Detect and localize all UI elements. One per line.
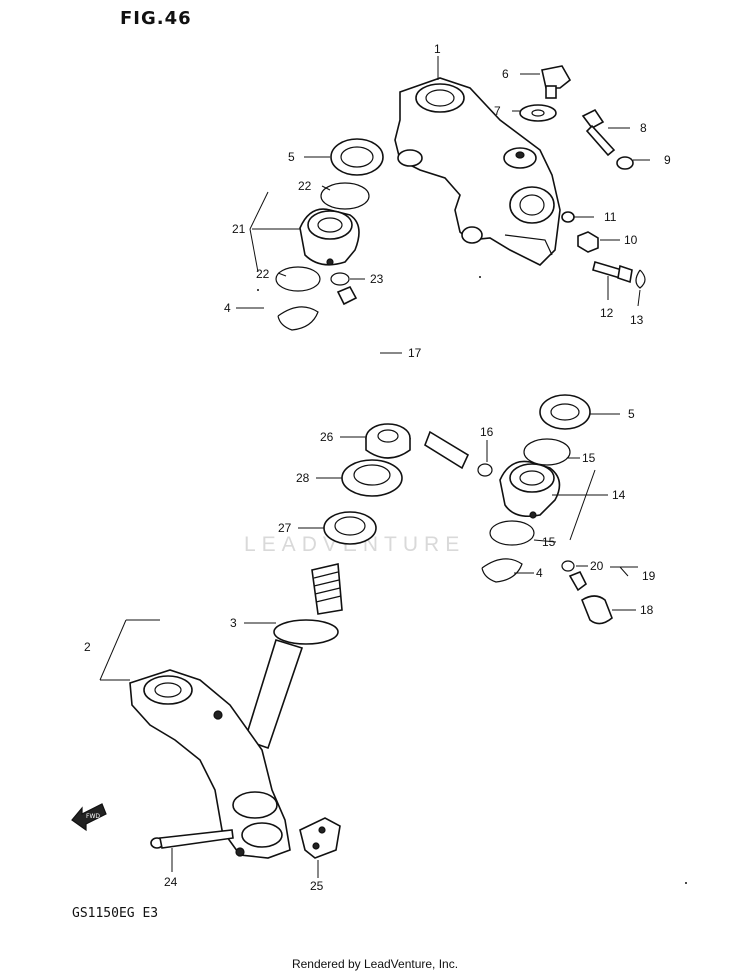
callout-15-lower: 15 (542, 535, 556, 549)
callout-20: 20 (590, 559, 604, 573)
nut-10 (577, 231, 599, 253)
callout-16: 16 (480, 425, 494, 439)
callout-2: 2 (84, 640, 91, 654)
hose-17 (336, 285, 470, 470)
upper-bracket (394, 77, 561, 266)
callout-14: 14 (612, 488, 626, 502)
callout-25: 25 (310, 879, 324, 893)
callout-21: 21 (232, 222, 246, 236)
oring-23 (330, 272, 350, 286)
callout-23: 23 (370, 272, 384, 286)
callout-3: 3 (230, 616, 237, 630)
fwd-arrow-icon: FWD (71, 803, 107, 832)
circlip-4-upper (277, 306, 319, 331)
callout-19: 19 (642, 569, 656, 583)
callout-7: 7 (494, 104, 501, 118)
callout-4-lower: 4 (536, 566, 543, 580)
washer-7 (519, 104, 557, 122)
bolt-12 (592, 260, 633, 284)
seal-5-upper (330, 138, 384, 176)
callout-11: 11 (604, 210, 617, 224)
callout-5-lower: 5 (628, 407, 635, 421)
callout-12: 12 (600, 306, 614, 320)
fitting-19 (568, 570, 588, 592)
footer-credit: Rendered by LeadVenture, Inc. (291, 957, 459, 971)
callout-22-upper: 22 (298, 179, 312, 193)
bearing-27 (323, 511, 377, 545)
model-code: GS1150EG E3 (72, 906, 159, 921)
bearing-housing-21 (299, 208, 360, 266)
callout-10: 10 (624, 233, 638, 247)
callout-4-upper: 4 (224, 301, 231, 315)
fwd-label: FWD (86, 813, 100, 820)
leader-lines (99, 56, 650, 878)
oring-20 (561, 560, 575, 572)
washer-9 (616, 156, 634, 170)
nut-26 (365, 423, 411, 459)
seal-28 (341, 459, 403, 497)
callout-1: 1 (434, 42, 441, 56)
steering-stem-3 (244, 563, 343, 750)
callout-17: 17 (408, 346, 422, 360)
callout-27: 27 (278, 521, 292, 535)
circlip-4-lower (481, 558, 523, 583)
ring-15-lower (489, 520, 535, 546)
bolt-24 (150, 829, 234, 849)
callout-9: 9 (664, 153, 671, 167)
oring-16 (477, 463, 493, 477)
callout-26: 26 (320, 430, 334, 444)
callout-24: 24 (164, 875, 178, 889)
ring-22-lower (275, 266, 321, 292)
ring-22-upper (320, 182, 370, 210)
bearing-housing-14 (499, 460, 561, 519)
callout-28: 28 (296, 471, 310, 485)
bolt-8 (581, 108, 616, 157)
callout-6: 6 (502, 67, 509, 81)
ring-15-upper (523, 438, 571, 466)
bolt-6 (541, 65, 572, 99)
washer-11 (561, 211, 575, 223)
clip-13 (635, 269, 646, 289)
callout-18: 18 (640, 603, 654, 617)
cap-18 (581, 595, 613, 625)
callout-15-upper: 15 (582, 451, 596, 465)
fig-title: FIG.46 (120, 8, 192, 29)
callout-13: 13 (630, 313, 644, 327)
callout-22-lower: 22 (256, 267, 270, 281)
callout-5-upper: 5 (288, 150, 295, 164)
seal-5-lower (539, 394, 591, 430)
callout-8: 8 (640, 121, 647, 135)
lower-bracket-2 (129, 669, 291, 859)
bracket-25 (299, 817, 341, 859)
